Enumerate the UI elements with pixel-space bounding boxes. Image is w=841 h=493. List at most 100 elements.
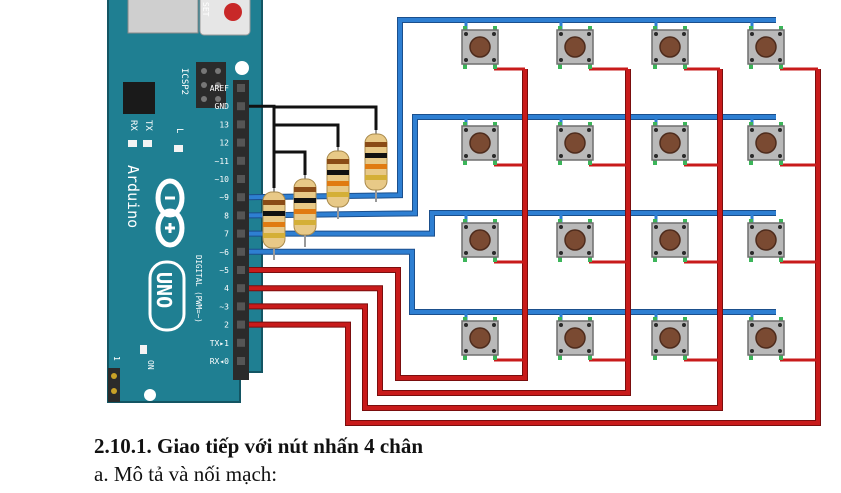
button-leg xyxy=(558,317,562,322)
button-screw xyxy=(682,58,686,62)
pin-label: ~6 xyxy=(219,248,229,257)
button-screw xyxy=(778,323,782,327)
button-screw xyxy=(492,32,496,36)
pin-hole xyxy=(237,266,245,274)
button-screw xyxy=(682,323,686,327)
icsp-label: ICSP2 xyxy=(179,68,189,95)
push-button xyxy=(556,26,594,69)
button-cap xyxy=(659,132,681,154)
button-leg xyxy=(683,317,687,322)
pulldown-resistors xyxy=(262,130,388,260)
row-wires xyxy=(248,17,776,324)
pin-hole xyxy=(237,247,245,256)
button-leg xyxy=(749,26,753,31)
pin-label: ~11 xyxy=(215,157,230,166)
button-screw xyxy=(492,323,496,327)
arduino-logo xyxy=(155,178,185,248)
pin-label: ~10 xyxy=(215,175,230,184)
button-screw xyxy=(464,128,468,132)
power-header xyxy=(108,368,120,402)
gnd-wire xyxy=(274,150,307,175)
pin-label: TX▸1 xyxy=(210,339,229,348)
uno-badge xyxy=(148,260,186,332)
button-cap xyxy=(469,327,491,349)
button-screw xyxy=(682,128,686,132)
pin-hole xyxy=(237,357,245,365)
column-wires xyxy=(249,67,821,426)
button-screw xyxy=(682,32,686,36)
button-leg xyxy=(779,257,783,262)
pin-label: 4 xyxy=(224,284,229,293)
button-screw xyxy=(559,251,563,255)
button-screw xyxy=(492,154,496,158)
button-leg xyxy=(749,317,753,322)
model-label: UNO xyxy=(152,272,176,308)
button-leg xyxy=(683,257,687,262)
button-leg xyxy=(558,160,562,165)
pin-hole xyxy=(237,102,245,111)
button-leg xyxy=(588,257,592,262)
button-screw xyxy=(464,225,468,229)
button-leg xyxy=(683,160,687,165)
keypad-wiring-diagram: SET ICSP2 RX TX L Arduino UNO xyxy=(107,0,821,426)
button-leg xyxy=(779,160,783,165)
button-cap xyxy=(564,229,586,251)
button-cap xyxy=(564,36,586,58)
resistor-band xyxy=(294,198,316,203)
push-button xyxy=(747,122,785,165)
button-body xyxy=(747,29,785,65)
button-screw xyxy=(492,58,496,62)
pin-hole xyxy=(237,84,245,92)
button-leg xyxy=(588,219,592,224)
reset-label: SET xyxy=(201,2,210,17)
button-screw xyxy=(492,225,496,229)
button-leg xyxy=(558,122,562,127)
button-screw xyxy=(464,251,468,255)
digital-label: DIGITAL (PWM=~) xyxy=(194,255,203,323)
button-screw xyxy=(682,225,686,229)
button-screw xyxy=(750,58,754,62)
usb-connector xyxy=(127,0,199,34)
pin-hole xyxy=(237,156,245,165)
button-leg xyxy=(463,355,467,360)
button-leg xyxy=(683,219,687,224)
push-button xyxy=(461,122,499,165)
button-leg xyxy=(779,122,783,127)
button-screw xyxy=(750,323,754,327)
button-screw xyxy=(682,251,686,255)
button-screw xyxy=(682,154,686,158)
button-screw xyxy=(654,154,658,158)
button-screw xyxy=(559,154,563,158)
col-wire-outline xyxy=(249,69,821,426)
button-leg xyxy=(683,64,687,69)
button-leg xyxy=(463,317,467,322)
button-screw xyxy=(559,349,563,353)
arduino-uno-board: SET ICSP2 RX TX L Arduino UNO xyxy=(107,0,263,403)
usb-chip xyxy=(123,82,155,114)
button-leg xyxy=(493,122,497,127)
push-button xyxy=(556,219,594,262)
button-cap xyxy=(564,327,586,349)
push-button xyxy=(461,317,499,360)
pin-hole xyxy=(237,320,245,329)
push-button xyxy=(747,26,785,69)
pin-label: AREF xyxy=(210,84,229,93)
button-screw xyxy=(587,154,591,158)
button-screw xyxy=(682,349,686,353)
svg-text:1: 1 xyxy=(112,356,121,361)
button-leg xyxy=(493,355,497,360)
button-leg xyxy=(779,26,783,31)
button-leg xyxy=(749,355,753,360)
on-led xyxy=(140,345,147,354)
button-leg xyxy=(463,64,467,69)
col-wire xyxy=(249,69,820,425)
button-screw xyxy=(492,128,496,132)
button-screw xyxy=(559,32,563,36)
button-screw xyxy=(778,251,782,255)
button-leg xyxy=(588,160,592,165)
button-screw xyxy=(654,349,658,353)
l-label: L xyxy=(174,128,184,133)
button-cap xyxy=(659,327,681,349)
button-leg xyxy=(653,26,657,31)
